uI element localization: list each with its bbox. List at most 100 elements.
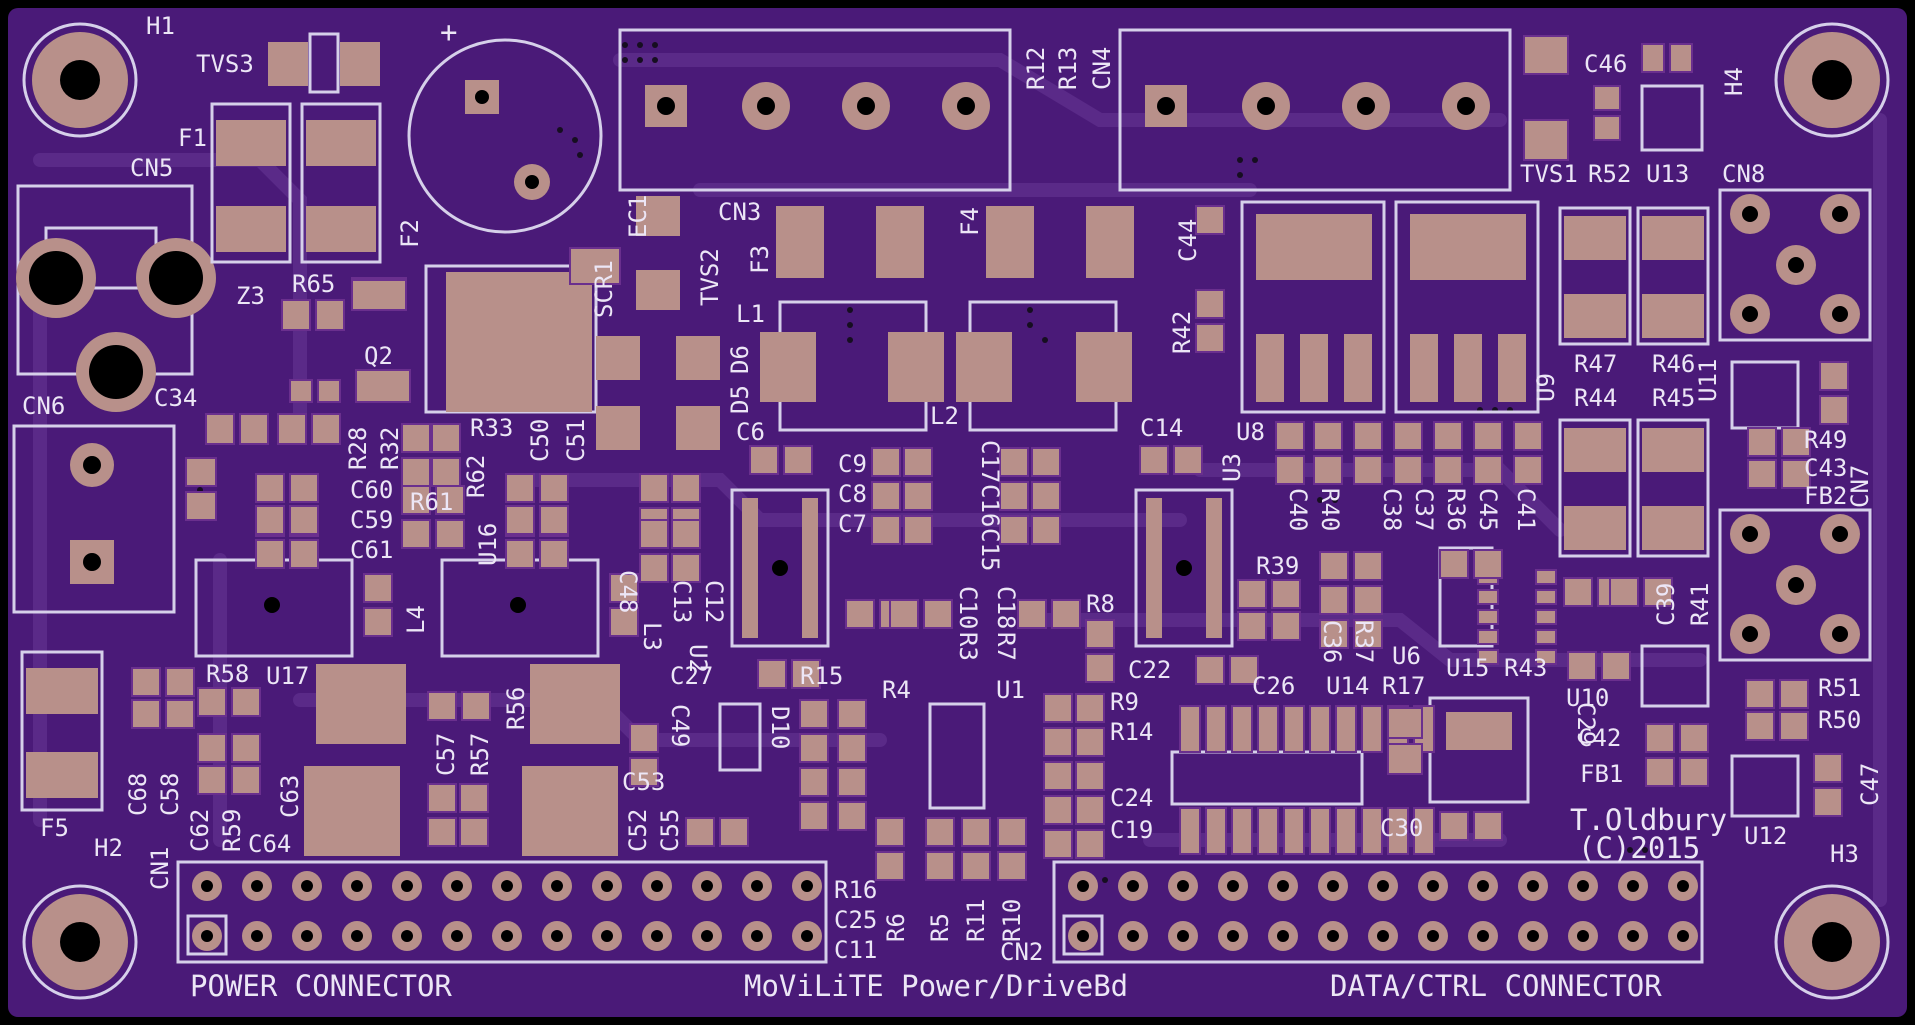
smd-pad: [799, 801, 829, 831]
smd-pad: [281, 299, 311, 331]
smd-pad: [569, 247, 621, 285]
smd-pad: [1231, 807, 1253, 855]
label-r65: R65: [292, 270, 335, 298]
smd-pad: [1309, 705, 1331, 753]
smd-pad: [1679, 723, 1709, 753]
label-cn5: CN5: [130, 154, 173, 182]
smd-pad: [401, 423, 431, 453]
smd-pad: [1139, 445, 1169, 475]
label-c37: C37: [1410, 488, 1438, 531]
smd-pad: [1271, 611, 1301, 641]
label-u1: U1: [996, 676, 1025, 704]
smd-pad: [185, 457, 217, 487]
smd-pad: [1513, 455, 1543, 485]
power-connector-label: POWER CONNECTOR: [190, 969, 452, 1003]
smd-pad: [1043, 795, 1073, 825]
smd-pad: [1413, 807, 1435, 855]
smd-pad: [1031, 447, 1061, 477]
label-c58: C58: [156, 773, 184, 816]
smd-pad: [889, 599, 919, 629]
smd-pad: [845, 599, 875, 629]
smd-pad: [205, 413, 235, 445]
smd-pad: [461, 691, 491, 721]
board-title: MoViLiTE Power/DriveBd: [744, 969, 1128, 1003]
smd-pad: [1473, 421, 1503, 451]
smd-pad: [783, 445, 813, 475]
label-c6: C6: [736, 418, 765, 446]
smd-pad: [1439, 811, 1469, 841]
label-u10: U10: [1566, 684, 1609, 712]
label-c34: C34: [154, 384, 197, 412]
smd-pad: [1535, 589, 1557, 605]
label-u14: U14: [1326, 672, 1369, 700]
label-cn6: CN6: [22, 392, 65, 420]
smd-pad: [427, 691, 457, 721]
smd-pad: [1535, 629, 1557, 645]
label-c45: C45: [1474, 488, 1502, 531]
smd-pad: [1523, 119, 1569, 161]
smd-pad: [757, 659, 787, 689]
smd-pad: [351, 279, 407, 311]
smd-pad: [903, 447, 933, 477]
smd-pad: [1781, 459, 1811, 489]
svg-text:+: +: [440, 15, 457, 49]
smd-pad: [1477, 609, 1499, 625]
smd-pad: [1679, 757, 1709, 787]
smd-pad: [875, 817, 905, 847]
label-h3: H3: [1830, 840, 1859, 868]
label-c38: C38: [1378, 488, 1406, 531]
label-c27: C27: [670, 662, 713, 690]
smd-pad: [315, 299, 345, 331]
mounting-hole-h4: [1774, 22, 1890, 138]
label-r11: R11: [962, 899, 990, 942]
smd-pad: [1387, 807, 1409, 855]
smd-pad: [639, 553, 669, 583]
smd-pad: [1043, 727, 1073, 757]
smd-pad: [799, 767, 829, 797]
label-r28: R28: [344, 427, 372, 470]
smd-pad: [1237, 611, 1267, 641]
label-c41: C41: [1512, 488, 1540, 531]
smd-pad: [1361, 807, 1383, 855]
label-r14: R14: [1110, 718, 1153, 746]
smd-pad: [1473, 549, 1503, 579]
label-l2: L2: [930, 402, 959, 430]
smd-pad: [1393, 455, 1423, 485]
smd-pad: [363, 607, 393, 637]
smd-pad: [427, 817, 457, 847]
smd-pad: [1075, 761, 1105, 791]
label-cn7: CN7: [1846, 465, 1874, 508]
label-u13: U13: [1646, 160, 1689, 188]
label-h1: H1: [146, 12, 175, 40]
smd-pad: [671, 519, 701, 549]
smd-pad: [1353, 585, 1383, 615]
label-r39: R39: [1256, 552, 1299, 580]
smd-pad: [1229, 655, 1259, 685]
smd-pad: [1195, 289, 1225, 319]
smd-pad: [923, 599, 953, 629]
label-f1: F1: [178, 124, 207, 152]
label-r41: R41: [1686, 583, 1714, 626]
smd-pad: [837, 801, 867, 831]
label-c10: C10: [954, 586, 982, 629]
passive-pads: [131, 35, 1849, 881]
label-c14: C14: [1140, 414, 1183, 442]
smd-pad: [131, 667, 161, 697]
smd-pad: [1275, 455, 1305, 485]
smd-pad: [1747, 459, 1777, 489]
label-r45: R45: [1652, 384, 1695, 412]
label-u12: U12: [1744, 822, 1787, 850]
capacitor-ec1: +: [407, 15, 603, 234]
smd-pad: [539, 539, 569, 569]
label-r3: R3: [954, 632, 982, 661]
smd-pad: [1353, 619, 1383, 649]
smd-pad: [1819, 395, 1849, 425]
smd-pad: [1593, 115, 1621, 141]
label-r44: R44: [1574, 384, 1617, 412]
label-c51: C51: [562, 419, 590, 462]
label-c36: C36: [1318, 620, 1346, 663]
label-r6: R6: [882, 913, 910, 942]
label-c42: C42: [1578, 724, 1621, 752]
label-u8: U8: [1236, 418, 1265, 446]
